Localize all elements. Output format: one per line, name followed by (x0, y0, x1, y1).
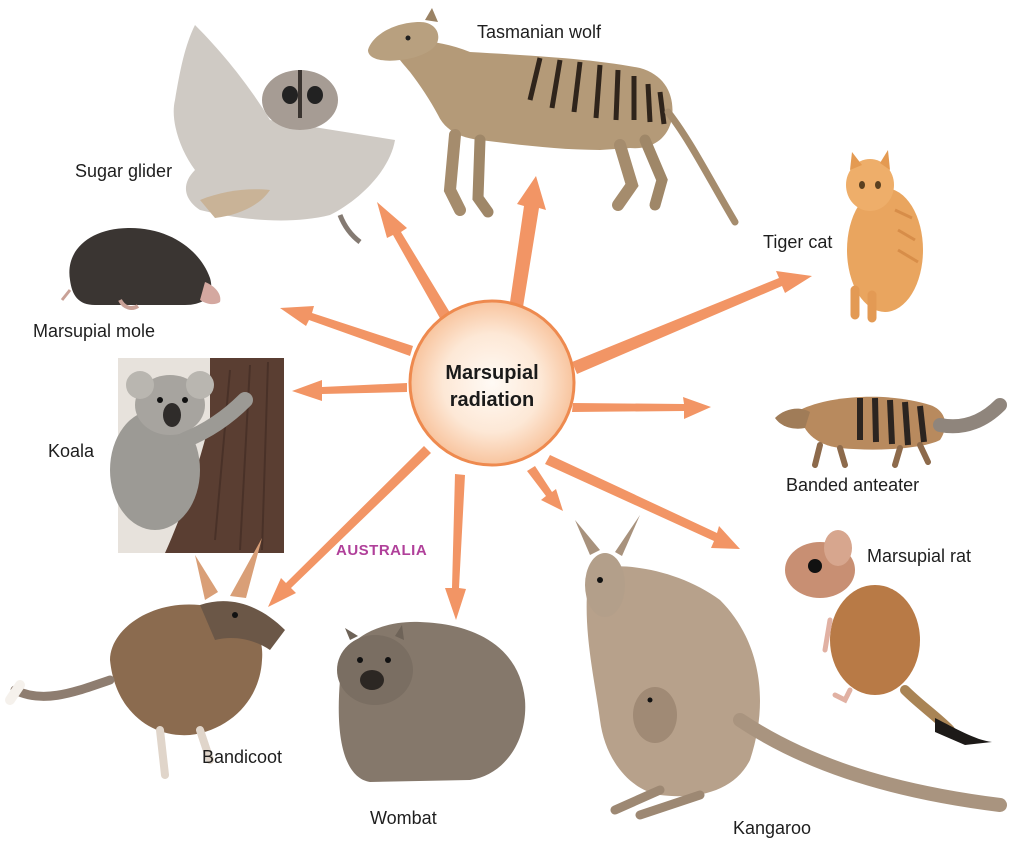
sugar-glider-illustration (174, 25, 395, 242)
label-tiger-cat: Tiger cat (763, 232, 832, 253)
arrow-to-sugar-glider (377, 202, 452, 320)
koala-illustration (110, 358, 284, 553)
arrow-to-bandicoot (268, 446, 431, 607)
arrow-to-marsupial-mole (280, 306, 413, 356)
arrow-to-marsupial-rat (545, 455, 740, 549)
label-marsupial-rat: Marsupial rat (867, 546, 971, 567)
arrow-to-koala (292, 380, 407, 401)
wombat-illustration (337, 622, 525, 782)
arrow-to-kangaroo (527, 466, 563, 511)
marsupial-mole-illustration (62, 228, 220, 308)
label-banded-anteater: Banded anteater (786, 475, 919, 496)
label-wombat: Wombat (370, 808, 437, 829)
arrow-to-banded-anteater (572, 397, 711, 419)
label-marsupial-mole: Marsupial mole (33, 321, 155, 342)
bandicoot-illustration (10, 538, 285, 775)
hub-label-line1: Marsupial (407, 360, 577, 387)
banded-anteater-illustration (775, 397, 1000, 465)
label-tasmanian-wolf: Tasmanian wolf (477, 22, 601, 43)
region-label-australia: AUSTRALIA (336, 542, 427, 559)
label-bandicoot: Bandicoot (202, 747, 282, 768)
label-koala: Koala (48, 441, 94, 462)
label-kangaroo: Kangaroo (733, 818, 811, 839)
arrow-to-tiger-cat (572, 271, 812, 374)
label-sugar-glider: Sugar glider (75, 161, 172, 182)
arrow-to-tasmanian-wolf (509, 176, 546, 309)
arrow-to-wombat (445, 474, 466, 620)
tiger-cat-illustration (846, 150, 923, 318)
hub-label-line2: radiation (407, 387, 577, 414)
hub-label: Marsupial radiation (407, 360, 577, 414)
